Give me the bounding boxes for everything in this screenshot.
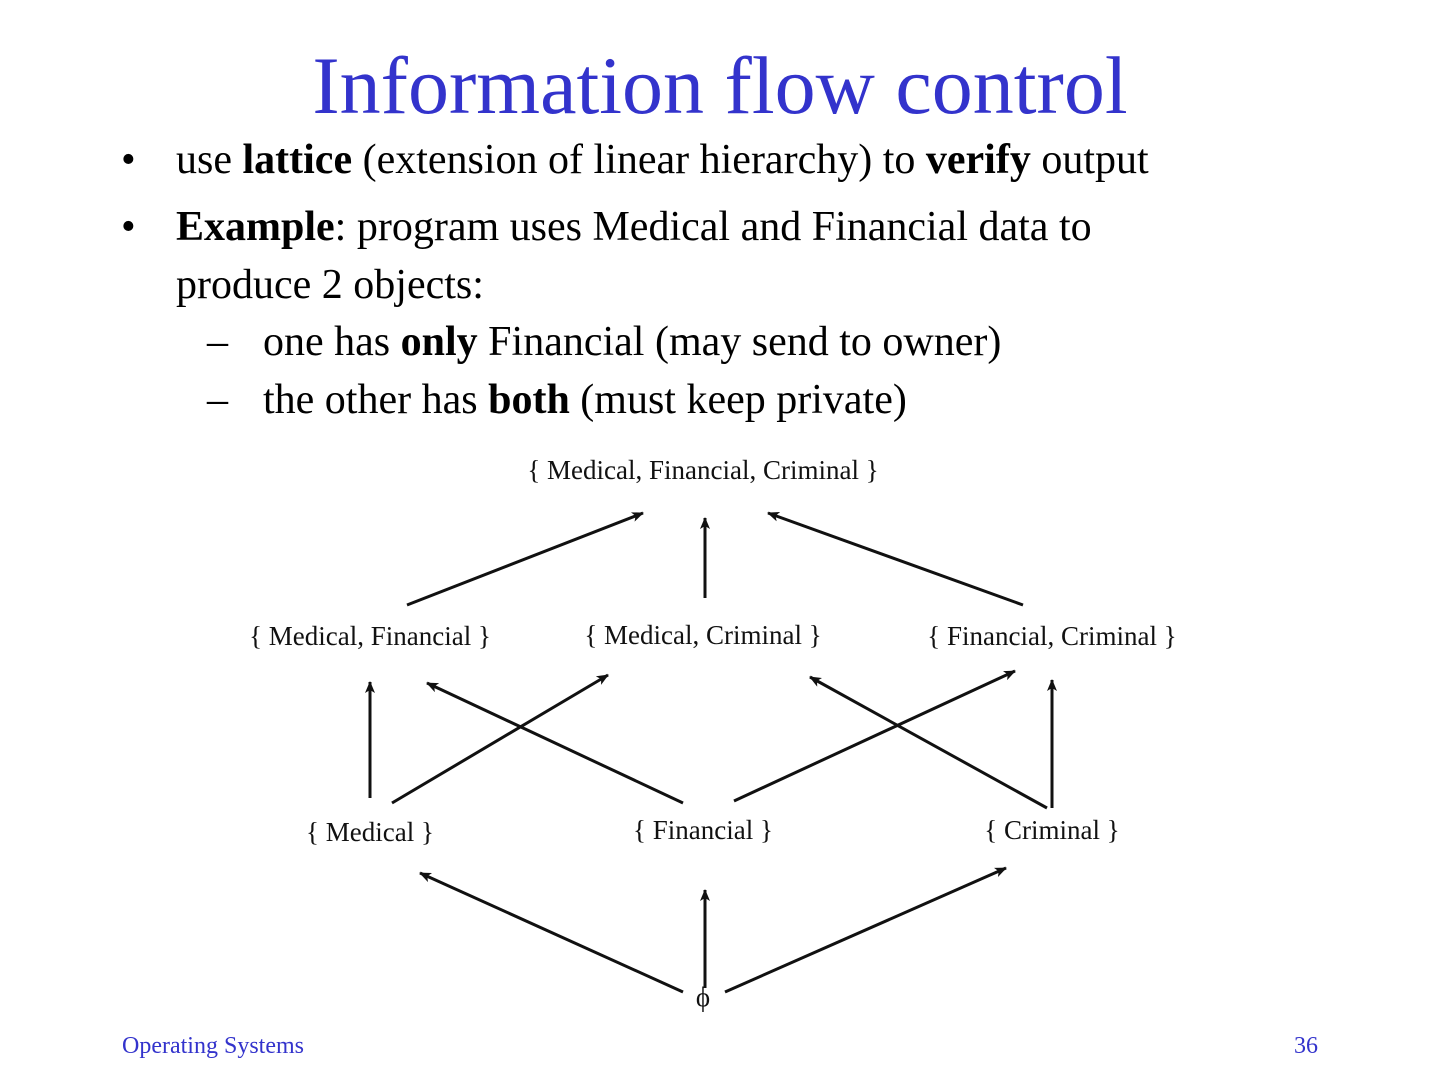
sub-bullet-both: – the other has both (must keep private)	[207, 371, 907, 429]
sub-bullet-text: one has	[263, 319, 401, 365]
node-financial-criminal: { Financial, Criminal }	[927, 621, 1176, 651]
bullet-text: : program uses Medical and Financial dat…	[334, 204, 1092, 250]
bullet-lattice: • use lattice (extension of linear hiera…	[121, 131, 1149, 189]
bullet-line: produce 2 objects:	[176, 262, 484, 308]
bullet-example: • Example: program uses Medical and Fina…	[121, 198, 1092, 314]
edge-med-fin-to-top	[406, 511, 644, 607]
bullet-marker: •	[121, 137, 136, 183]
node-medical-financial-criminal: { Medical, Financial, Criminal }	[527, 455, 878, 485]
footer-course-name: Operating Systems	[122, 1033, 304, 1059]
edge-fin-to-fin-crim	[733, 669, 1016, 803]
node-criminal: { Criminal }	[984, 815, 1119, 845]
bullet-emphasis: lattice	[242, 137, 353, 183]
lattice-edges	[365, 511, 1057, 994]
sub-bullet-text: (must keep private)	[569, 377, 907, 423]
edge-fin-to-med-fin	[426, 681, 684, 805]
sub-bullet-emphasis: both	[488, 377, 570, 423]
edge-empty-to-med	[419, 871, 684, 994]
sub-bullet-text: Financial (may send to owner)	[477, 319, 1002, 365]
node-empty-set: ϕ	[696, 982, 710, 1012]
edge-empty-to-crim	[724, 866, 1007, 994]
sub-bullet-marker: –	[207, 319, 228, 365]
sub-bullet-emphasis: only	[400, 319, 478, 365]
slide-title: Information flow control	[312, 40, 1128, 131]
edge-med-to-med-crim	[391, 673, 609, 805]
lattice-nodes: { Medical, Financial, Criminal } { Medic…	[249, 455, 1177, 1012]
node-medical-criminal: { Medical, Criminal }	[584, 620, 821, 650]
node-medical: { Medical }	[306, 817, 434, 847]
bullet-text: use	[176, 137, 243, 183]
edge-fin-crim-to-top	[767, 511, 1024, 607]
bullet-text: (extension of linear hierarchy) to	[352, 137, 926, 183]
sub-bullet-only-financial: – one has only Financial (may send to ow…	[207, 313, 1002, 371]
sub-bullet-marker: –	[207, 377, 228, 423]
bullet-emphasis: verify	[925, 137, 1031, 183]
footer-page-number: 36	[1294, 1033, 1318, 1059]
bullet-emphasis: Example	[176, 204, 335, 250]
bullet-marker: •	[121, 204, 136, 250]
bullet-text: output	[1030, 137, 1149, 183]
edge-crim-to-med-crim	[809, 675, 1048, 810]
node-medical-financial: { Medical, Financial }	[249, 621, 491, 651]
sub-bullet-text: the other has	[263, 377, 489, 423]
node-financial: { Financial }	[633, 815, 773, 845]
bullet-line: Example: program uses Medical and Financ…	[176, 198, 1092, 256]
